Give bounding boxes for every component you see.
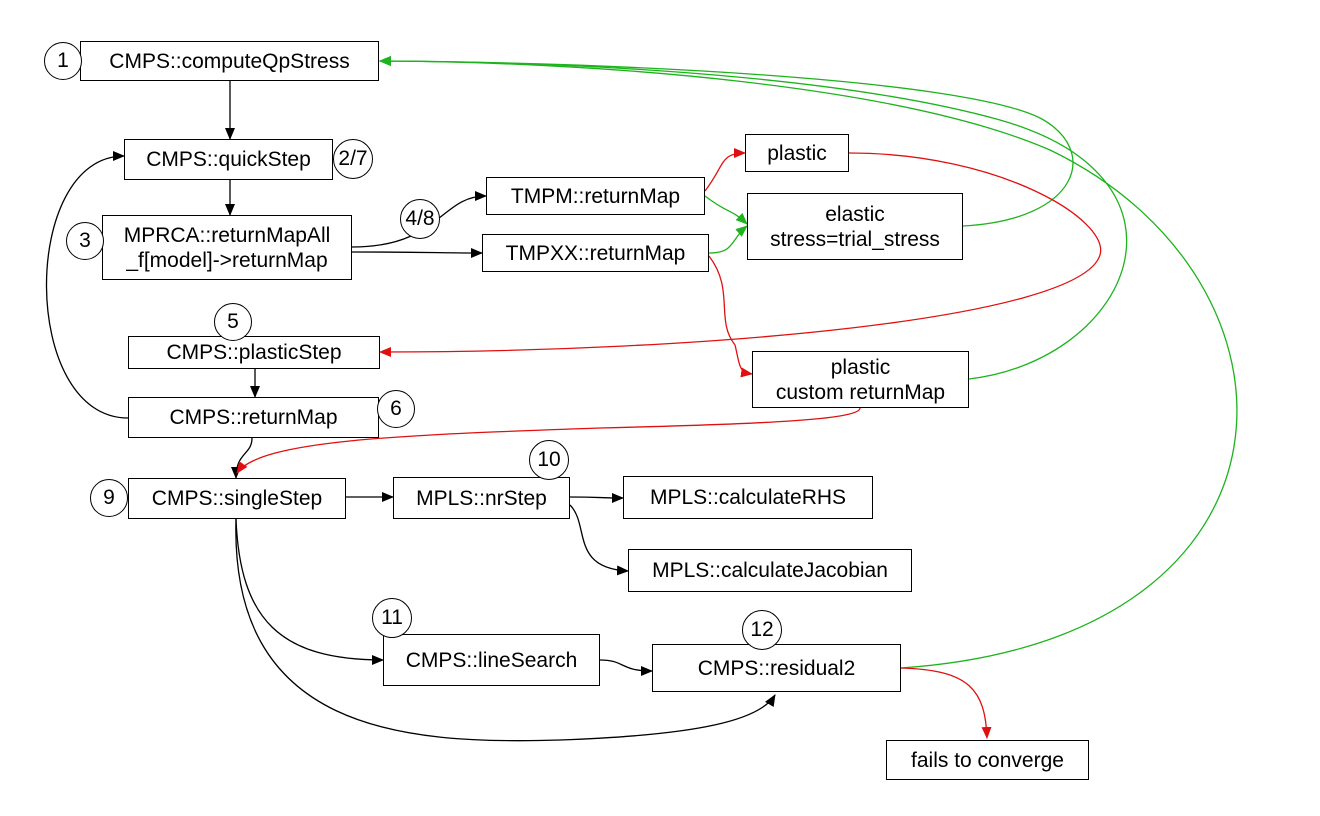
edge-nrstep-to-rhs xyxy=(569,492,624,503)
step-circle-9: 9 xyxy=(90,479,128,517)
node-mprca-line1: MPRCA::returnMapAll xyxy=(123,223,331,247)
edge-plastic-to-plasticstep xyxy=(379,152,1102,357)
edge-tmpm-to-plastic xyxy=(704,148,746,192)
step-circle-5: 5 xyxy=(214,303,252,341)
step-circle-11: 11 xyxy=(372,598,412,638)
node-tmpm-returnmap: TMPM::returnMap xyxy=(486,177,705,215)
edge-residual-to-compute xyxy=(379,56,1238,669)
node-elastic: elastic stress=trial_stress xyxy=(747,193,963,260)
node-quickstep: CMPS::quickStep xyxy=(124,139,333,180)
step-circle-6: 6 xyxy=(377,390,415,428)
edge-tmpxx-to-custom xyxy=(708,255,753,378)
edge-singlestep-to-linesearch xyxy=(235,518,384,665)
node-calculaterhs: MPLS::calculateRHS xyxy=(623,476,873,519)
node-mprca-line2: _f[model]->returnMap xyxy=(126,248,328,272)
node-tmpxx-returnmap: TMPXX::returnMap xyxy=(482,234,709,272)
node-mprca-returnmapall: MPRCA::returnMapAll _f[model]->returnMap xyxy=(102,215,352,280)
step-circle-4-8: 4/8 xyxy=(400,199,440,239)
node-custom-line1: plastic xyxy=(830,355,891,379)
step-circle-1: 1 xyxy=(44,42,82,80)
node-plasticstep: CMPS::plasticStep xyxy=(128,336,380,369)
edge-mprca-to-tmpxx xyxy=(351,247,483,258)
edge-returnmap-to-quickstep xyxy=(45,151,129,419)
node-calculatejacobian: MPLS::calculateJacobian xyxy=(628,549,912,592)
node-custom-line2: custom returnMap xyxy=(775,380,946,404)
edge-tmpxx-to-elastic xyxy=(708,225,748,254)
node-fails-to-converge: fails to converge xyxy=(886,740,1089,780)
step-circle-12: 12 xyxy=(742,610,782,650)
node-linesearch: CMPS::lineSearch xyxy=(383,634,600,686)
node-computeqpstress: CMPS::computeQpStress xyxy=(80,41,379,81)
edge-custom-to-compute xyxy=(379,56,1128,380)
node-singlestep: CMPS::singleStep xyxy=(128,478,346,519)
step-circle-10: 10 xyxy=(529,440,569,480)
edge-tmpm-to-elastic xyxy=(704,195,748,225)
step-circle-2-7: 2/7 xyxy=(333,139,373,179)
edge-residual-to-fail xyxy=(900,667,992,739)
edge-elastic-to-compute xyxy=(379,56,1074,227)
edge-linesearch-to-residual xyxy=(599,659,653,676)
node-elastic-line2: stress=trial_stress xyxy=(770,227,940,251)
edge-nrstep-to-jacobian xyxy=(569,504,629,576)
step-circle-3: 3 xyxy=(66,222,104,260)
node-nrstep: MPLS::nrStep xyxy=(393,477,570,519)
node-returnmap: CMPS::returnMap xyxy=(128,397,379,438)
node-plastic: plastic xyxy=(745,134,849,172)
node-custom-returnmap: plastic custom returnMap xyxy=(752,351,969,408)
edge-custom-to-singlestep xyxy=(236,407,861,474)
node-residual2: CMPS::residual2 xyxy=(652,644,901,692)
node-elastic-line1: elastic xyxy=(825,202,885,226)
edge-singlestep-to-residual xyxy=(235,518,776,742)
